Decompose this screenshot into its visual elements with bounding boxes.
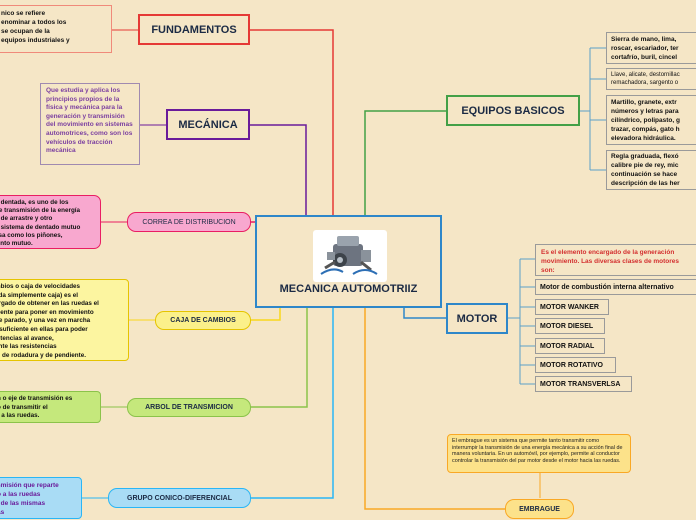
branch-embrague[interactable]: EMBRAGUE bbox=[505, 499, 574, 519]
embrague-description: El embrague es un sistema que permite ta… bbox=[447, 434, 631, 473]
motor-type-item[interactable]: MOTOR DIESEL bbox=[535, 318, 605, 334]
engine-image bbox=[313, 230, 387, 282]
branch-motor[interactable]: MOTOR bbox=[446, 303, 508, 334]
motor-description: Es el elemento encargado de la generació… bbox=[535, 244, 696, 276]
equipos-item[interactable]: Regla graduada, flexó calibre pie de rey… bbox=[606, 150, 696, 190]
engine-icon bbox=[320, 236, 378, 275]
branch-mecanica[interactable]: MECÁNICA bbox=[166, 109, 250, 140]
motor-type-item[interactable]: Motor de combustión interna alternativo bbox=[535, 279, 696, 295]
grupo-description: smisión que reparte o a las ruedas l de … bbox=[0, 477, 82, 519]
equipos-item[interactable]: Martillo, granete, extr números y letras… bbox=[606, 95, 696, 145]
equipos-item[interactable]: Sierra de mano, lima, roscar, escariador… bbox=[606, 32, 696, 64]
branch-arbol-transmision[interactable]: ARBOL DE TRANSMICION bbox=[127, 398, 251, 417]
branch-caja-cambios[interactable]: CAJA DE CAMBIOS bbox=[155, 311, 251, 330]
correa-description: n dentada, es uno de los de transmisión … bbox=[0, 195, 101, 249]
motor-type-item[interactable]: MOTOR WANKER bbox=[535, 299, 609, 315]
branch-fundamentos[interactable]: FUNDAMENTOS bbox=[138, 14, 250, 45]
caja-description: mbios o caja de velocidades ada simpleme… bbox=[0, 279, 129, 361]
motor-type-item[interactable]: MOTOR RADIAL bbox=[535, 338, 605, 354]
branch-equipos-basicos[interactable]: EQUIPOS BASICOS bbox=[446, 95, 580, 126]
branch-grupo-conico[interactable]: GRUPO CONICO-DIFERENCIAL bbox=[108, 488, 251, 508]
central-topic[interactable]: MECANICA AUTOMOTRIIZ bbox=[255, 215, 442, 308]
fundamentos-description: nico se refiere enominar a todos los se … bbox=[0, 5, 112, 53]
arbol-description: n o eje de transmisión es o de transmiti… bbox=[0, 391, 101, 423]
mecanica-description: Que estudia y aplica los principios prop… bbox=[40, 83, 140, 165]
central-title: MECANICA AUTOMOTRIIZ bbox=[279, 283, 418, 295]
equipos-item[interactable]: Llave, alicate, destornillac remachadora… bbox=[606, 68, 696, 90]
branch-correa-distribucion[interactable]: CORREA DE DISTRIBUCION bbox=[127, 212, 251, 232]
motor-type-item[interactable]: MOTOR TRANSVERLSA bbox=[535, 376, 632, 392]
motor-type-item[interactable]: MOTOR ROTATIVO bbox=[535, 357, 616, 373]
